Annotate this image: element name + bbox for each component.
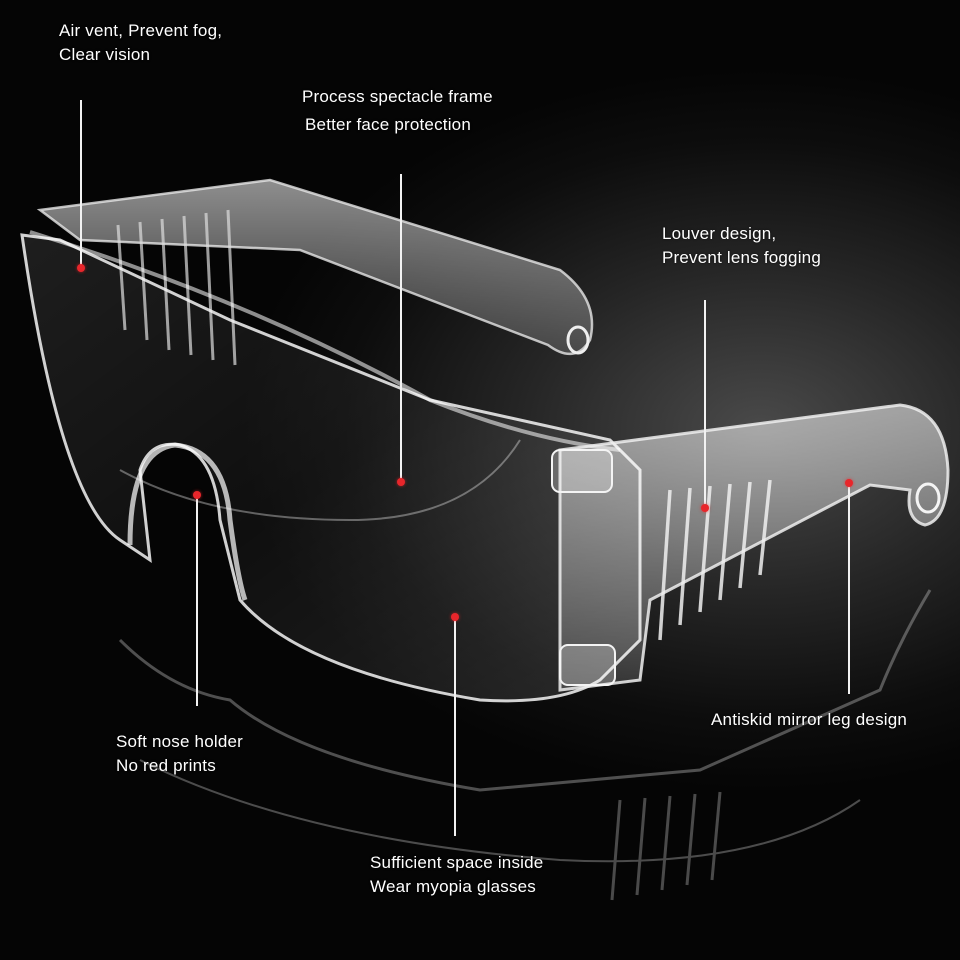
marker-dot-space [451, 613, 459, 621]
leader-line-nose [196, 496, 198, 706]
callout-air-vent-line1: Air vent, Prevent fog, [59, 21, 223, 40]
marker-dot-air-vent [77, 264, 85, 272]
marker-dot-louver [701, 504, 709, 512]
marker-dot-antiskid [845, 479, 853, 487]
callout-space-line2: Wear myopia glasses [370, 877, 536, 896]
callout-nose: Soft nose holder No red prints [116, 730, 243, 778]
callout-frame-line1: Process spectacle frame [302, 87, 493, 106]
leader-line-air-vent [80, 100, 82, 268]
callout-antiskid: Antiskid mirror leg design [711, 708, 907, 732]
callout-louver-line1: Louver design, [662, 224, 777, 243]
callout-nose-line2: No red prints [116, 756, 216, 775]
marker-dot-frame [397, 478, 405, 486]
callout-frame-line2: Better face protection [305, 115, 471, 134]
callout-louver: Louver design, Prevent lens fogging [662, 222, 821, 270]
marker-dot-nose [193, 491, 201, 499]
callout-air-vent: Air vent, Prevent fog, Clear vision [59, 19, 222, 67]
leader-line-louver [704, 300, 706, 506]
surface-reflection [118, 589, 932, 901]
near-temple-arm [551, 403, 950, 692]
callout-frame: Process spectacle frame Better face prot… [302, 83, 493, 139]
leader-line-space [454, 618, 456, 836]
callout-louver-line2: Prevent lens fogging [662, 248, 821, 267]
callout-nose-line1: Soft nose holder [116, 732, 244, 751]
leader-line-antiskid [848, 484, 850, 694]
leader-line-frame [400, 174, 402, 482]
callout-air-vent-line2: Clear vision [59, 45, 151, 64]
callout-space: Sufficient space inside Wear myopia glas… [370, 851, 543, 899]
callout-space-line1: Sufficient space inside [370, 853, 544, 872]
goggle-lens [20, 230, 642, 703]
callout-antiskid-line1: Antiskid mirror leg design [711, 710, 908, 729]
